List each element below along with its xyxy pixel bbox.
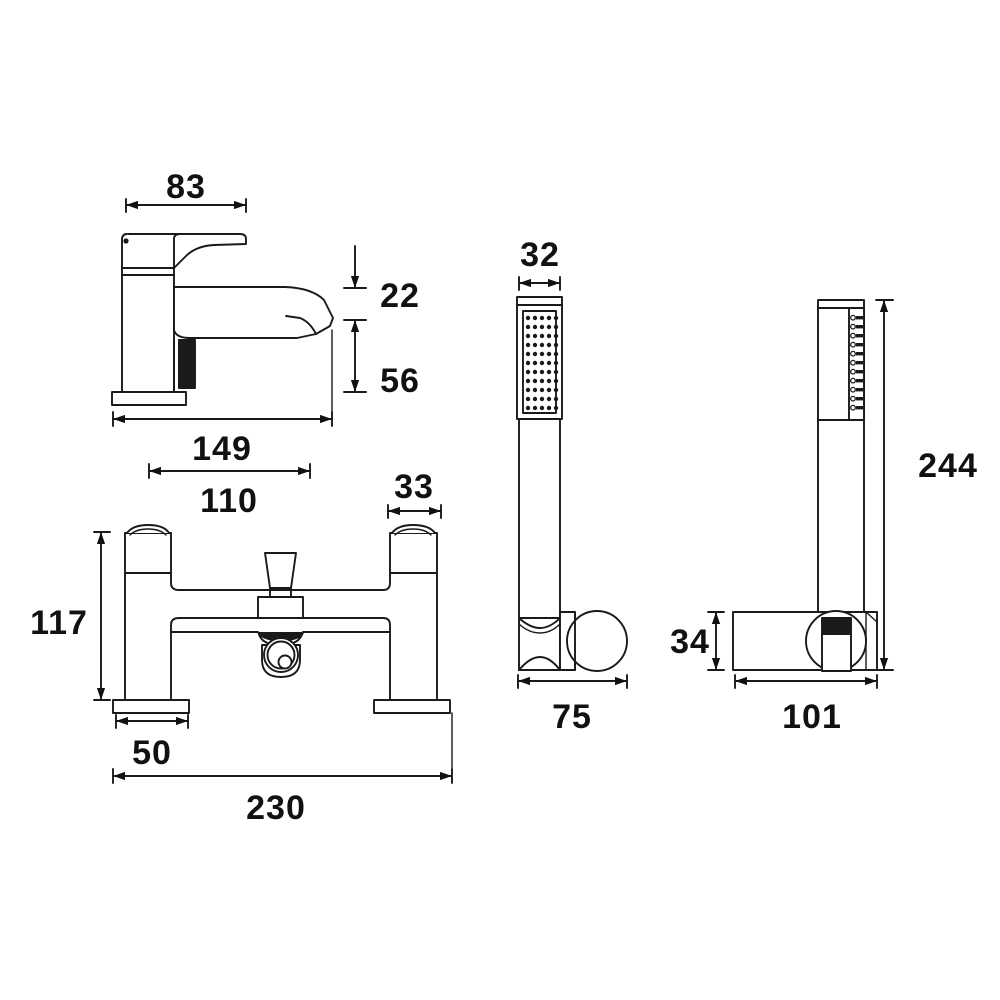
dimension-label-33: 33	[394, 468, 434, 506]
dimension-50	[115, 714, 189, 729]
dimension-101	[734, 674, 878, 689]
basin-lever-handle	[121, 233, 247, 269]
dimension-117	[93, 531, 111, 701]
dimension-label-244: 244	[918, 447, 978, 485]
handset-side-top-cap	[817, 299, 865, 309]
dimension-label-32: 32	[520, 236, 560, 274]
dimension-83	[125, 198, 247, 213]
handset-holder-wall-plate	[559, 610, 628, 672]
dimension-56	[343, 319, 367, 393]
basin-body-column	[121, 267, 175, 393]
dimension-22	[343, 245, 367, 289]
dimension-label-101: 101	[782, 698, 842, 736]
dimension-33	[387, 504, 442, 519]
bath-diverter-knob	[264, 552, 297, 598]
view-basin-mixer	[111, 233, 334, 406]
bath-left-handle	[124, 524, 172, 574]
dimension-label-22: 22	[380, 277, 420, 315]
dimension-label-56: 56	[380, 362, 420, 400]
bath-base-plate-right	[373, 699, 451, 714]
dimension-label-149: 149	[192, 430, 252, 468]
handset-nozzle-grid	[525, 315, 559, 411]
dimension-110	[148, 463, 311, 479]
handset-top-cap	[516, 296, 563, 306]
dimension-label-83: 83	[166, 168, 206, 206]
dimension-75	[517, 674, 628, 689]
basin-spout	[173, 286, 334, 339]
dimension-230	[112, 712, 453, 784]
view-bath-filler	[112, 524, 451, 714]
dimension-label-117: 117	[30, 604, 88, 642]
dimension-149	[112, 329, 333, 427]
dimension-label-110: 110	[200, 482, 258, 520]
bath-lower-spout-bar	[170, 617, 391, 701]
view-handset-front	[516, 296, 628, 672]
view-handset-side	[732, 299, 878, 672]
dimension-label-50: 50	[132, 734, 172, 772]
handset-side-nozzle-rows	[850, 314, 863, 411]
handset-side-holder-socket	[805, 610, 867, 672]
handset-holder-cradle	[518, 617, 561, 671]
bath-right-handle	[389, 524, 438, 574]
dimension-34	[707, 611, 725, 671]
dimension-32	[518, 276, 561, 291]
bath-outlet-nozzle	[261, 637, 301, 678]
basin-cartridge-detail	[173, 339, 196, 393]
dimension-label-230: 230	[246, 789, 306, 827]
handset-handle-shaft	[518, 418, 561, 619]
dimension-label-75: 75	[552, 698, 592, 736]
basin-base-plate	[111, 391, 187, 406]
bath-base-plate-left	[112, 699, 190, 714]
handset-side-handle-shaft	[817, 419, 865, 619]
dimension-244	[875, 299, 894, 671]
dimension-label-34: 34	[670, 623, 710, 661]
